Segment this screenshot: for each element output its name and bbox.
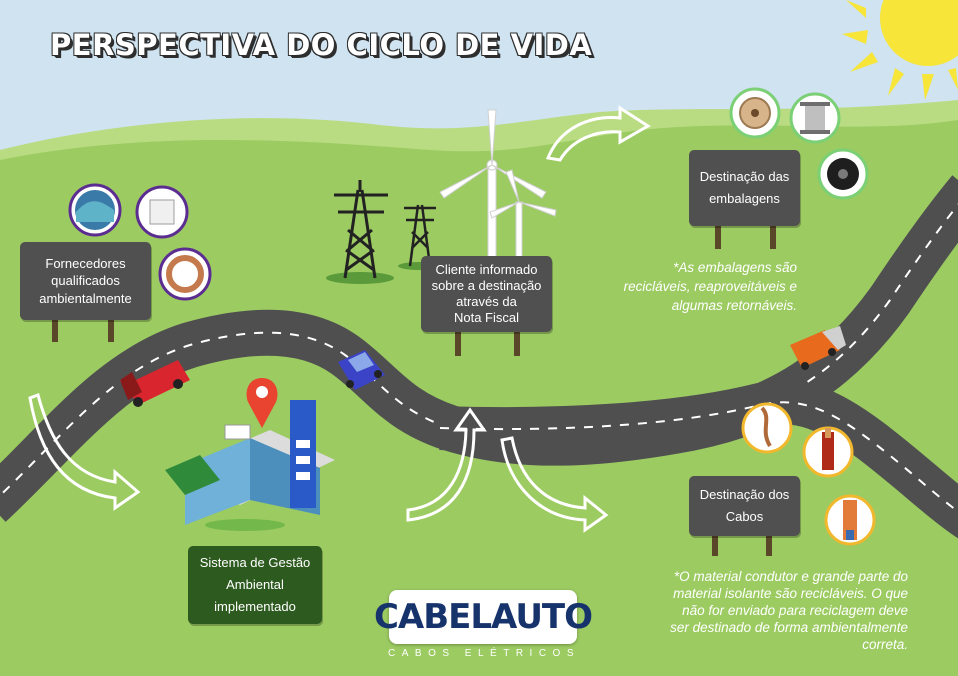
sign-line: ambientalmente	[39, 290, 132, 306]
road-network	[0, 175, 958, 539]
note-cables: *O material condutor e grande parte do m…	[600, 568, 908, 653]
page-title: PERSPECTIVA DO CICLO DE VIDA	[50, 28, 593, 62]
arrow-suppliers-to-factory	[28, 393, 141, 511]
sign-suppliers: Fornecedores qualificados ambientalmente	[20, 242, 151, 320]
stranded-wire-icon	[741, 402, 793, 454]
logo-name: CABELAUTO	[373, 597, 593, 637]
factory-building-icon	[165, 400, 335, 531]
sign-line: Fornecedores	[45, 255, 126, 271]
cabelauto-logo: CABELAUTO	[374, 590, 593, 644]
note-line: *As embalagens são	[673, 260, 797, 275]
bulk-bag-icon	[135, 185, 189, 239]
sign-line: embalagens	[709, 191, 780, 206]
sign-cables: Destinação dos Cabos	[689, 476, 800, 536]
cable-cross-section-icon	[802, 426, 854, 478]
sign-packaging: Destinação das embalagens	[689, 150, 800, 226]
red-truck-icon	[120, 360, 190, 407]
arrow-factory-to-road	[406, 407, 487, 522]
sign-client: Cliente informado sobre a destinação atr…	[421, 256, 552, 332]
orange-truck-icon	[790, 326, 846, 370]
insulated-cable-icon	[824, 494, 876, 546]
sign-line: Destinação dos	[699, 487, 790, 502]
plastic-granules-icon	[68, 183, 122, 237]
sign-line: Cabos	[725, 509, 764, 524]
note-line: material isolante são recicláveis. O que	[673, 586, 908, 601]
note-line: recicláveis, reaproveitáveis e	[623, 279, 797, 294]
arrow-client-to-packaging	[545, 105, 651, 162]
sun-icon	[842, 0, 958, 100]
wind-turbine-icon	[439, 109, 557, 261]
sign-line: qualificados	[51, 273, 120, 289]
note-line: *O material condutor e grande parte do	[673, 569, 908, 584]
note-packaging: *As embalagens são recicláveis, reaprove…	[575, 258, 797, 315]
logo-tagline: CABOS ELÉTRICOS	[388, 648, 580, 659]
sign-line: implementado	[214, 599, 296, 614]
wooden-spool-icon	[729, 87, 781, 139]
sign-line: Cliente informado	[435, 262, 538, 277]
sign-line: Nota Fiscal	[453, 310, 519, 325]
note-line: algumas retornáveis.	[671, 298, 797, 313]
blue-car-icon	[338, 350, 385, 390]
transmission-tower-icon	[326, 180, 394, 284]
location-pin-icon	[246, 378, 278, 428]
arrow-road-to-cables	[500, 436, 609, 533]
flow-arrows	[28, 105, 651, 533]
sign-line: Sistema de Gestão	[199, 555, 311, 570]
sign-line: sobre a destinação	[431, 278, 542, 293]
sign-management: Sistema de Gestão Ambiental implementado	[188, 546, 322, 624]
sign-line: Destinação das	[699, 169, 790, 184]
sign-posts	[52, 225, 776, 556]
sign-line: Ambiental	[226, 577, 284, 592]
plastic-spool-icon	[817, 148, 869, 200]
note-line: correta.	[862, 637, 908, 652]
note-line: ser destinado de forma ambientalmente	[670, 620, 908, 635]
sign-line: através da	[456, 294, 517, 309]
copper-coil-icon	[158, 247, 212, 301]
note-line: não for enviado para reciclagem deve	[682, 603, 908, 618]
metal-spool-icon	[789, 92, 841, 144]
